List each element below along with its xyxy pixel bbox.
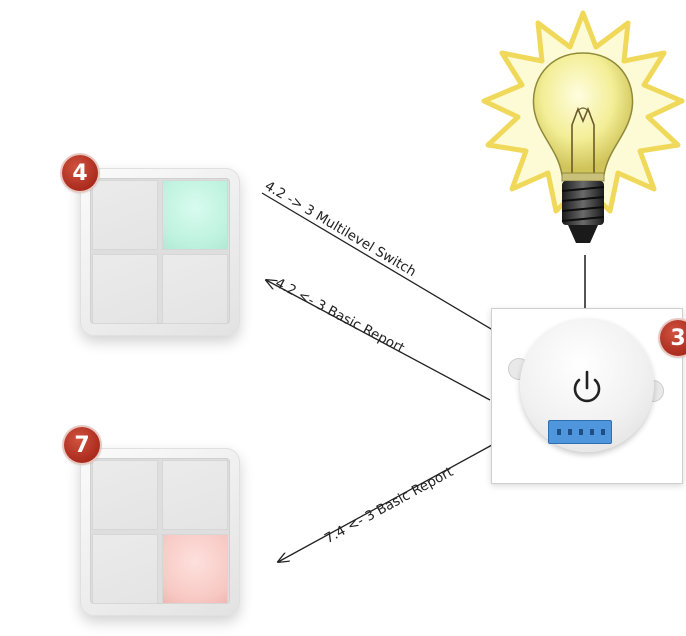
device-badge-3: 3 <box>660 320 686 356</box>
switch-key[interactable] <box>92 254 158 324</box>
switch-key[interactable] <box>92 460 158 530</box>
arrow-basic-report-7 <box>278 444 493 562</box>
device-badge-4: 4 <box>62 155 98 191</box>
switch-plate <box>90 178 230 324</box>
switch-key[interactable] <box>162 460 228 530</box>
wall-switch-7[interactable] <box>80 448 240 616</box>
arrow-multilevel-switch <box>261 192 513 342</box>
power-icon[interactable] <box>567 368 607 408</box>
terminal-block <box>548 420 612 444</box>
light-bulb-icon <box>481 10 685 243</box>
switch-key[interactable] <box>162 254 228 324</box>
switch-key-lit[interactable] <box>162 534 228 604</box>
arrow-basic-report-4 <box>266 280 491 401</box>
switch-key-lit[interactable] <box>162 180 228 250</box>
switch-plate <box>90 458 230 604</box>
switch-key[interactable] <box>92 180 158 250</box>
switch-key[interactable] <box>92 534 158 604</box>
device-badge-7: 7 <box>64 427 100 463</box>
wall-switch-4[interactable] <box>80 168 240 336</box>
